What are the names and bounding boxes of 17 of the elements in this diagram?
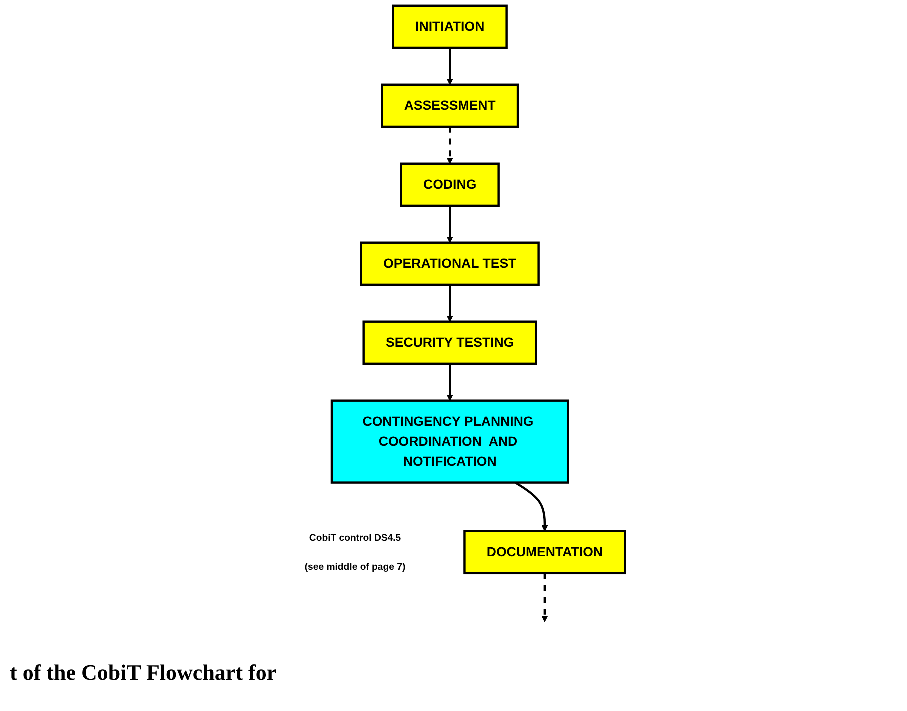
node-box: DOCUMENTATION [463,530,626,575]
arrow [446,206,453,244]
arrow [541,573,548,622]
arrow [514,482,548,532]
arrow [446,284,453,322]
node-box: INITIATION [392,4,508,50]
arrow [446,126,453,164]
arrow [446,48,453,86]
node-box: SECURITY TESTING [362,320,538,366]
arrow [446,364,453,402]
node-box: CODING [400,162,500,208]
node-label: CobiT control DS4.5 [308,532,401,544]
node-box: OPERATIONAL TEST [360,242,540,286]
node-label: (see middle of page 7) [304,561,406,572]
node-box: CONTINGENCY PLANNING COORDINATION AND NOTIFICATION [330,400,569,484]
caption: t of the CobiT Flowchart for [10,660,277,686]
node-box: ASSESSMENT [380,84,519,128]
